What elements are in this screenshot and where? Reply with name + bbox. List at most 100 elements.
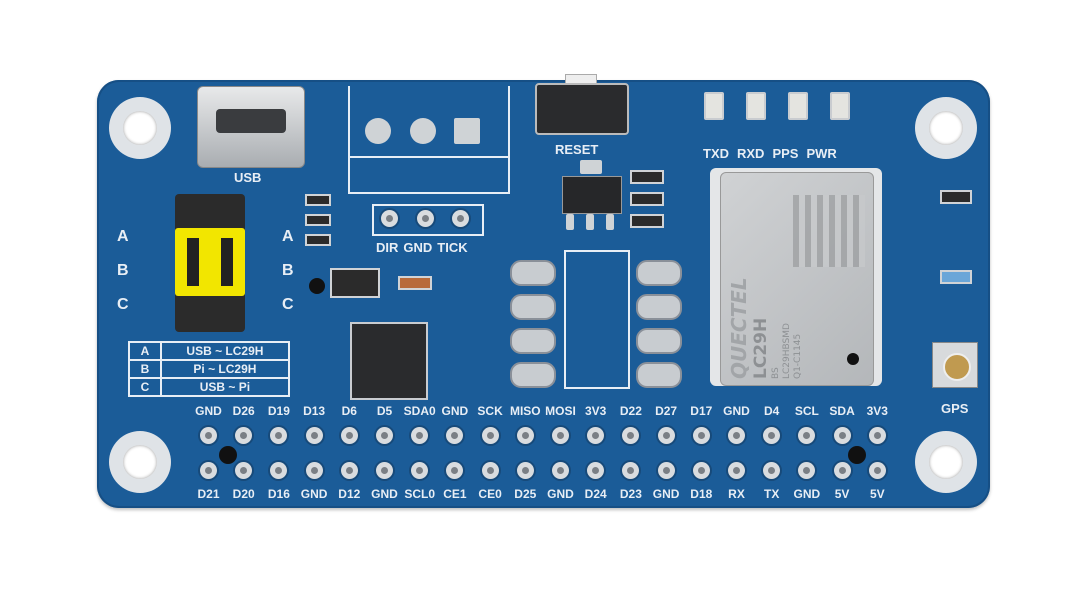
header-label-bottom: CE0 [478, 487, 502, 501]
header-pin [833, 462, 851, 479]
pin-dir [381, 210, 398, 227]
led-pps [788, 92, 808, 120]
mounting-hole [109, 431, 171, 493]
header-pin [552, 427, 569, 444]
pin-gnd [417, 210, 434, 227]
header-label-bottom: 5V [869, 487, 885, 501]
header-pin [868, 427, 886, 444]
header-pin [692, 462, 710, 479]
mounting-hole [915, 431, 977, 493]
sot23-chip [330, 268, 380, 298]
header-label-top: SCL [794, 404, 819, 418]
module-marking: QUECTEL LC29H BS LC29HBSMD Q1-C1145 [727, 179, 804, 379]
header-pin [235, 462, 253, 479]
header-pin [376, 462, 393, 479]
header-label-top: GND [441, 404, 469, 418]
jumper-caps[interactable] [175, 228, 245, 296]
header-pin [305, 427, 323, 444]
oval-pad [636, 362, 682, 388]
terminal-pad [454, 118, 480, 144]
fiducial [309, 278, 325, 294]
smd-resistor [305, 194, 331, 206]
led-row [704, 92, 850, 120]
smd-capacitor [630, 170, 664, 184]
led-labels: TXD RXD PPS PWR [703, 146, 837, 161]
header-label-bottom: D20 [232, 487, 255, 501]
regulator-leg [586, 214, 594, 230]
terminal-pad [365, 118, 391, 144]
chip-footprint-outline [564, 250, 630, 389]
header-label-bottom: SCL0 [404, 487, 436, 501]
header-pin [833, 427, 851, 444]
header-pin [305, 462, 323, 479]
usb-label: USB [234, 170, 262, 185]
header-label-bottom: D16 [267, 487, 290, 501]
terminal-labels: DIR GND TICK [376, 240, 468, 255]
oval-pad [510, 294, 556, 320]
header-pin [481, 462, 499, 479]
header-label-bottom: D12 [338, 487, 361, 501]
header-label-top: D13 [303, 404, 326, 418]
header-label-top: D4 [764, 404, 780, 418]
ufl-antenna-connector[interactable] [932, 342, 978, 388]
header-pin [763, 462, 781, 479]
header-label-bottom: D21 [197, 487, 220, 501]
header-label-top: MOSI [545, 404, 576, 418]
header-pin [446, 427, 464, 444]
header-pin [411, 462, 429, 479]
header-label-bottom: GND [793, 487, 821, 501]
header-pin [728, 427, 745, 444]
smd-capacitor [398, 276, 432, 290]
header-label-bottom: CE1 [443, 487, 467, 501]
oval-pad [636, 260, 682, 286]
header-pin [868, 462, 886, 479]
header-label-bottom: RX [728, 487, 745, 501]
header-pin [798, 427, 816, 444]
led-pwr [830, 92, 850, 120]
header-label-bottom: GND [652, 487, 680, 501]
header-label-bottom: D24 [584, 487, 607, 501]
header-pin [200, 427, 217, 444]
header-label-bottom: 5V [834, 487, 850, 501]
regulator-tab [580, 160, 602, 174]
module-model: LC29H [751, 317, 771, 379]
header-label-bottom: GND [371, 487, 398, 501]
terminal-block-outline [348, 86, 510, 194]
header-label-top: 3V3 [866, 404, 888, 418]
header-pin [411, 427, 429, 444]
header-label-top: SDA0 [403, 404, 436, 418]
header-label-top: SCK [477, 404, 503, 418]
header-label-top: D27 [655, 404, 678, 418]
micro-usb-connector[interactable] [197, 86, 305, 168]
header-label-top: D6 [341, 404, 357, 418]
reset-button[interactable] [535, 83, 629, 135]
header-label-bottom: D23 [619, 487, 642, 501]
smd-resistor [940, 190, 972, 204]
module-line2: LC29HBSMD [782, 323, 793, 379]
header-label-top: 3V3 [585, 404, 607, 418]
header-pin [692, 427, 710, 444]
oval-pad [510, 260, 556, 286]
fiducial [219, 446, 237, 464]
header-pin [763, 427, 781, 444]
oval-pad [510, 362, 556, 388]
header-label-bottom: GND [300, 487, 328, 501]
smd-resistor [305, 234, 331, 246]
header-pin [481, 427, 499, 444]
header-pin [516, 427, 534, 444]
module-brand: QUECTEL [727, 277, 751, 379]
voltage-regulator [562, 176, 622, 214]
header-pin [340, 462, 358, 479]
header-pin [376, 427, 393, 444]
smd-inductor [940, 270, 972, 284]
mounting-hole [109, 97, 171, 159]
pin1-marker [847, 353, 859, 365]
header-label-top: SDA [829, 404, 855, 418]
lc29h-gps-module: QUECTEL LC29H BS LC29HBSMD Q1-C1145 [720, 172, 874, 386]
header-pin [587, 462, 605, 479]
smd-capacitor [630, 192, 664, 206]
header-label-top: D26 [232, 404, 255, 418]
